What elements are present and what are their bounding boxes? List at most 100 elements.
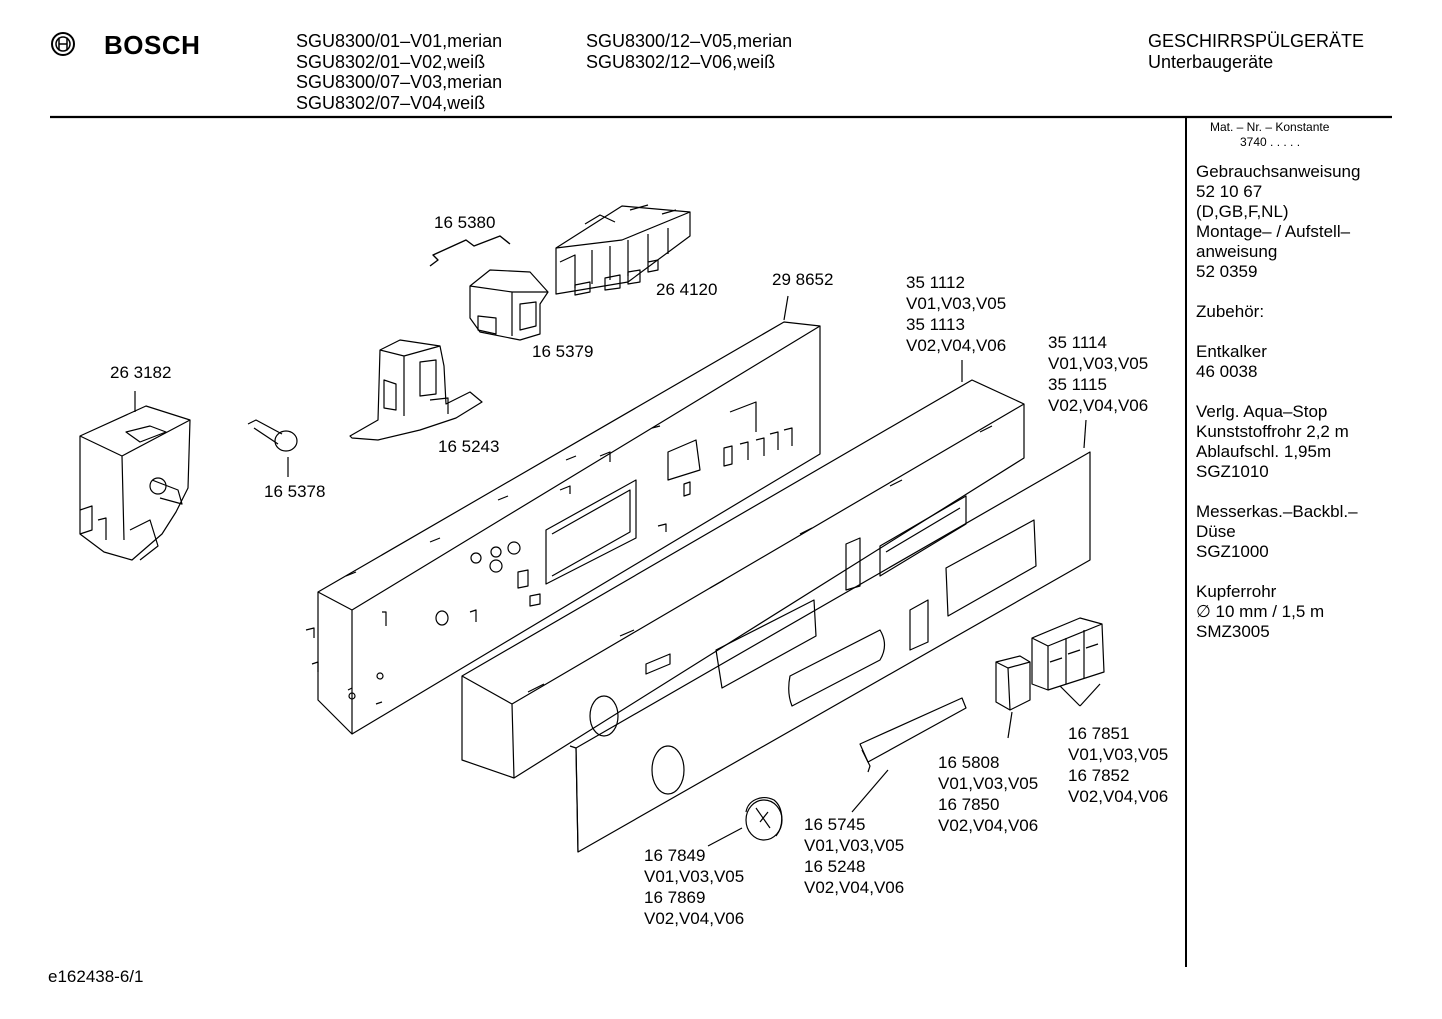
sidebar-line: 52 10 67 (1196, 182, 1263, 201)
leader-167851-a (1059, 685, 1081, 707)
part-variant: V01,V03,V05 (938, 774, 1039, 793)
sidebar-line: Montage– / Aufstell– (1196, 222, 1351, 241)
model-line: SGU8302/01–V02,weiß (296, 51, 486, 72)
part-number: 35 1114 (1048, 333, 1107, 352)
part-number: 16 7869 (644, 888, 706, 907)
part-label-165380: 16 5380 (434, 213, 496, 232)
sidebar-line: Zubehör: (1196, 302, 1265, 321)
triple-button-part (1031, 617, 1105, 691)
leader-298652 (783, 295, 789, 321)
part-label-351114: 35 1114 V01,V03,V05 35 1115 V02,V04,V06 (1048, 332, 1148, 416)
small-switch-part (469, 269, 549, 341)
indicator-lamp-part (247, 419, 298, 452)
sidebar-line: Kupferrohr (1196, 582, 1277, 601)
category-title: GESCHIRRSPÜLGERÄTE (1148, 31, 1365, 51)
category-block: GESCHIRRSPÜLGERÄTE Unterbaugeräte (1148, 31, 1364, 72)
part-number: 16 7851 (1068, 724, 1130, 743)
single-button-part (995, 655, 1031, 711)
part-number: 16 7850 (938, 795, 1000, 814)
sidebar-line: (D,GB,F,NL) (1196, 202, 1289, 221)
sidebar-group-copper: Kupferrohr ∅ 10 mm / 1,5 m SMZ3005 (1196, 582, 1360, 642)
part-label-167851: 16 7851 V01,V03,V05 16 7852 V02,V04,V06 (1068, 723, 1168, 807)
leader-165808 (1007, 711, 1013, 739)
sidebar-line: SGZ1010 (1196, 462, 1269, 481)
brand-name: BOSCH (104, 30, 201, 60)
part-number: 16 7852 (1068, 766, 1130, 785)
part-variant: V01,V03,V05 (644, 867, 745, 886)
sidebar-line: SGZ1000 (1196, 542, 1269, 561)
sidebar-group-descaler: Entkalker 46 0038 (1196, 342, 1360, 382)
part-variant: V01,V03,V05 (804, 836, 905, 855)
part-variant: V02,V04,V06 (644, 909, 745, 928)
part-variant: V02,V04,V06 (1068, 787, 1169, 806)
sidebar-line: Messerkas.–Backbl.– (1196, 502, 1358, 521)
part-number: 16 5808 (938, 753, 1000, 772)
part-label-298652: 29 8652 (772, 270, 834, 289)
sidebar-line: Ablaufschl. 1,95m (1196, 442, 1332, 461)
category-subtitle: Unterbaugeräte (1148, 51, 1274, 72)
sidebar-line: Gebrauchsanweisung (1196, 162, 1361, 181)
part-variant: V02,V04,V06 (804, 878, 905, 897)
model-list-right: SGU8300/12–V05,merian SGU8302/12–V06,wei… (586, 31, 792, 72)
sidebar-group-accessories: Zubehör: (1196, 302, 1360, 322)
part-label-263182: 26 3182 (110, 363, 172, 382)
part-number: 16 5248 (804, 857, 866, 876)
sidebar-line: Verlg. Aqua–Stop (1196, 402, 1328, 421)
part-number: 35 1113 (906, 315, 965, 334)
sidebar-group-cutlery: Messerkas.–Backbl.– Düse SGZ1000 (1196, 502, 1360, 562)
mat-nr-value: 3740 . . . . . (1240, 135, 1301, 149)
sidebar-line: 46 0038 (1196, 362, 1258, 381)
document-id: e162438-6/1 (48, 967, 144, 986)
part-label-165379: 16 5379 (532, 342, 594, 361)
part-variant: V01,V03,V05 (1048, 354, 1149, 373)
front-panel-part (569, 451, 1091, 853)
sidebar-line: Düse (1196, 522, 1236, 541)
sidebar-group-manual: Gebrauchsanweisung 52 10 67 (D,GB,F,NL) … (1196, 162, 1360, 282)
leader-165745 (851, 769, 889, 813)
leader-167851-b (1079, 683, 1101, 707)
mat-nr-label: Mat. – Nr. – Konstante (1210, 120, 1330, 134)
part-number: 35 1115 (1048, 375, 1107, 394)
model-line: SGU8302/12–V06,weiß (586, 51, 776, 72)
model-line: SGU8300/12–V05,merian (586, 31, 793, 51)
model-line: SGU8302/07–V04,weiß (296, 92, 486, 113)
leader-351114 (1083, 419, 1087, 449)
control-panel-frame-part (305, 321, 821, 735)
part-variant: V01,V03,V05 (906, 294, 1007, 313)
part-label-351112: 35 1112 V01,V03,V05 35 1113 V02,V04,V06 (906, 272, 1006, 356)
part-label-165243: 16 5243 (438, 437, 500, 456)
bosch-logo-icon (51, 32, 75, 56)
sidebar-info: Gebrauchsanweisung 52 10 67 (D,GB,F,NL) … (1196, 162, 1360, 642)
timer-module-part (79, 405, 191, 561)
part-label-165745: 16 5745 V01,V03,V05 16 5248 V02,V04,V06 (804, 814, 904, 898)
spring-wire-part (429, 235, 511, 267)
sidebar-line: SMZ3005 (1196, 622, 1270, 641)
part-number: 16 7849 (644, 846, 706, 865)
part-label-165808: 16 5808 V01,V03,V05 16 7850 V02,V04,V06 (938, 752, 1038, 836)
part-label-167849: 16 7849 V01,V03,V05 16 7869 V02,V04,V06 (644, 845, 744, 929)
part-variant: V02,V04,V06 (906, 336, 1007, 355)
part-number: 16 5745 (804, 815, 866, 834)
panel-housing-part (461, 379, 1025, 779)
sidebar-line: 52 0359 (1196, 262, 1258, 281)
sidebar-group-aquastop: Verlg. Aqua–Stop Kunststoffrohr 2,2 m Ab… (1196, 402, 1360, 482)
sidebar-line: ∅ 10 mm / 1,5 m (1196, 602, 1325, 621)
sidebar-line: anweisung (1196, 242, 1278, 261)
slider-strip-part (859, 697, 967, 773)
leader-167849 (707, 827, 743, 847)
switch-block-part (555, 204, 691, 296)
model-line: SGU8300/01–V01,merian (296, 31, 503, 51)
part-label-165378: 16 5378 (264, 482, 326, 501)
bracket-part (349, 339, 483, 441)
sidebar-line: Kunststoffrohr 2,2 m (1196, 422, 1349, 441)
model-list-left: SGU8300/01–V01,merian SGU8302/01–V02,wei… (296, 31, 502, 113)
part-variant: V02,V04,V06 (1048, 396, 1149, 415)
rotary-knob-part (745, 797, 783, 841)
part-number: 35 1112 (906, 273, 965, 292)
sidebar-line: Entkalker (1196, 342, 1267, 361)
part-variant: V02,V04,V06 (938, 816, 1039, 835)
part-label-264120: 26 4120 (656, 280, 718, 299)
model-line: SGU8300/07–V03,merian (296, 72, 503, 92)
part-variant: V01,V03,V05 (1068, 745, 1169, 764)
